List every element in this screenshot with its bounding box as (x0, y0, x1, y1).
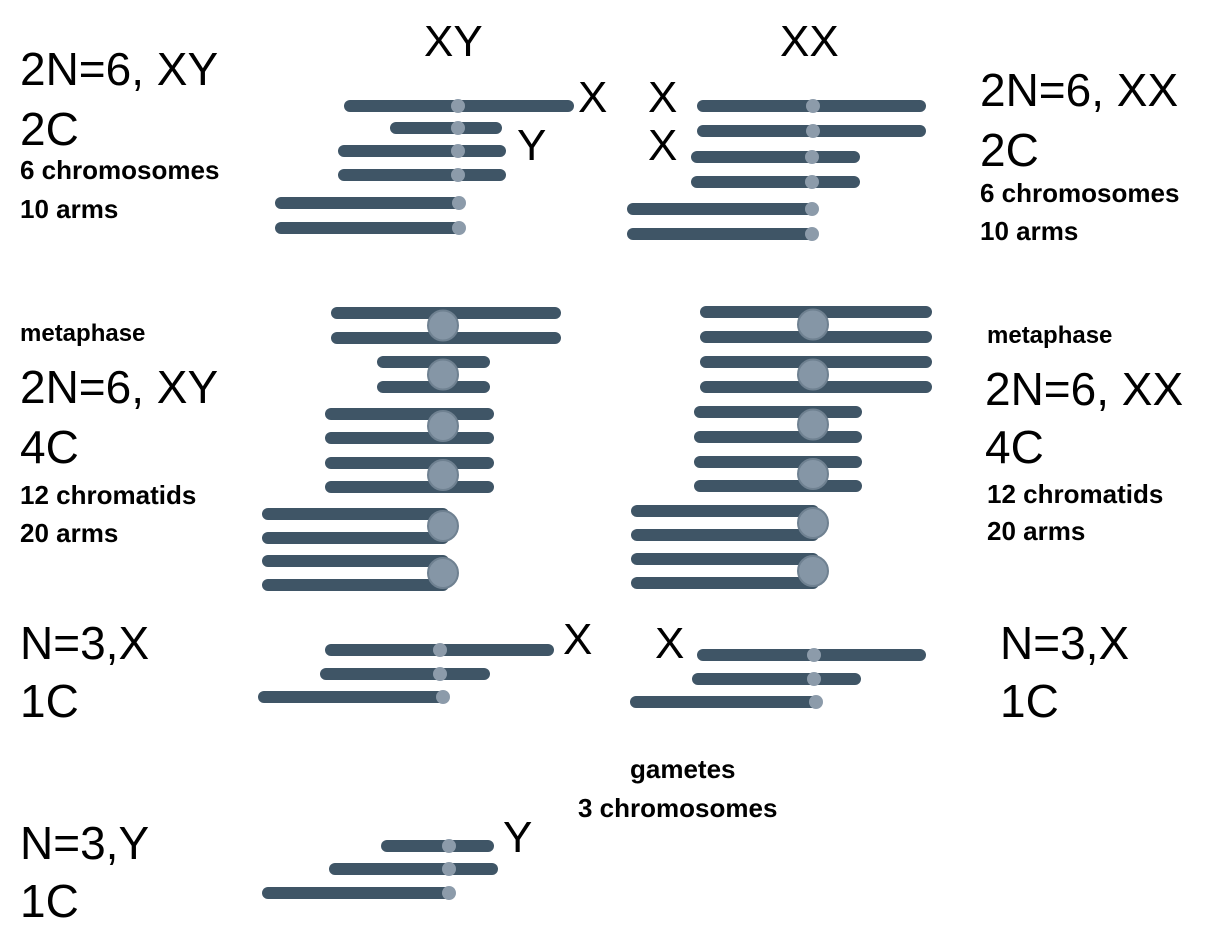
gamete-female-x-chromosome-centromere (809, 695, 823, 709)
gametes-count: 3 chromosomes (578, 793, 778, 823)
male-gamete-y-content: 1C (20, 875, 79, 927)
female-top-count: 6 chromosomes (980, 178, 1180, 208)
gamete-y-chromosome-centromere (442, 886, 456, 900)
female-meta-ploidy: 2N=6, XX (985, 363, 1184, 415)
male-chromosome-centromere (451, 99, 465, 113)
female-meta-centromere (797, 308, 829, 341)
female-top-content: 2C (980, 124, 1039, 176)
male-meta-centromere (427, 358, 459, 391)
male-gamete-x-content: 1C (20, 675, 79, 727)
male-top-content: 2C (20, 103, 79, 155)
female-chromosome-centromere (806, 99, 820, 113)
female-chromosome-centromere (805, 150, 819, 164)
female-gamete-x-ploidy: N=3,X (1000, 617, 1130, 669)
male-meta-centromere (427, 557, 459, 589)
header-male: XY (424, 17, 483, 66)
female-x1-label: X (648, 73, 678, 122)
gamete-male-x-chromosome-centromere (433, 643, 447, 657)
female-meta-centromere (797, 458, 829, 490)
female-x2-label: X (648, 121, 678, 170)
male-meta-ploidy: 2N=6, XY (20, 361, 219, 413)
gametes-title: gametes (630, 754, 736, 784)
female-chromosome-centromere (805, 202, 819, 216)
male-meta-stage: metaphase (20, 320, 146, 347)
male-meta-arms: 20 arms (20, 518, 119, 548)
gamete-y-label: Y (503, 813, 533, 862)
male-chromosome-centromere (452, 221, 466, 235)
gamete-male-x-label: X (563, 615, 593, 664)
female-meta-centromere (797, 555, 829, 587)
male-chromosome-centromere (451, 121, 465, 135)
gamete-y-chromosome-centromere (442, 862, 456, 876)
male-gamete-y-ploidy: N=3,Y (20, 817, 150, 869)
female-meta-content: 4C (985, 421, 1044, 473)
male-meta-centromere (427, 459, 459, 491)
female-meta-stage: metaphase (987, 322, 1113, 349)
female-top-arms: 10 arms (980, 216, 1079, 246)
male-top-ploidy: 2N=6, XY (20, 43, 219, 95)
male-top-count: 6 chromosomes (20, 155, 220, 185)
male-meta-centromere (427, 309, 459, 342)
gamete-male-x-chromosome-centromere (433, 667, 447, 681)
male-meta-count: 12 chromatids (20, 480, 197, 510)
male-y-label: Y (517, 121, 547, 170)
male-meta-centromere (427, 410, 459, 442)
male-top-arms: 10 arms (20, 194, 119, 224)
female-chromosome-centromere (805, 175, 819, 189)
header-female: XX (780, 17, 839, 66)
gamete-y-chromosome-centromere (442, 839, 456, 853)
female-meta-centromere (797, 507, 829, 539)
female-chromosome-centromere (805, 227, 819, 241)
gamete-female-x-chromosome-centromere (807, 672, 821, 686)
female-meta-count: 12 chromatids (987, 479, 1164, 509)
male-chromosome-centromere (451, 168, 465, 182)
female-meta-centromere (797, 408, 829, 441)
gamete-female-x-label: X (655, 619, 685, 668)
male-meta-content: 4C (20, 421, 79, 473)
male-meta-centromere (427, 510, 459, 542)
female-top-ploidy: 2N=6, XX (980, 64, 1179, 116)
female-gamete-x-content: 1C (1000, 675, 1059, 727)
female-meta-arms: 20 arms (987, 516, 1086, 546)
gamete-male-x-chromosome-centromere (436, 690, 450, 704)
male-x-label: X (578, 73, 608, 122)
male-chromosome-centromere (452, 196, 466, 210)
gamete-female-x-chromosome-centromere (807, 648, 821, 662)
female-chromosome-centromere (806, 124, 820, 138)
male-gamete-x-ploidy: N=3,X (20, 617, 150, 669)
female-meta-centromere (797, 358, 829, 391)
male-chromosome-centromere (451, 144, 465, 158)
